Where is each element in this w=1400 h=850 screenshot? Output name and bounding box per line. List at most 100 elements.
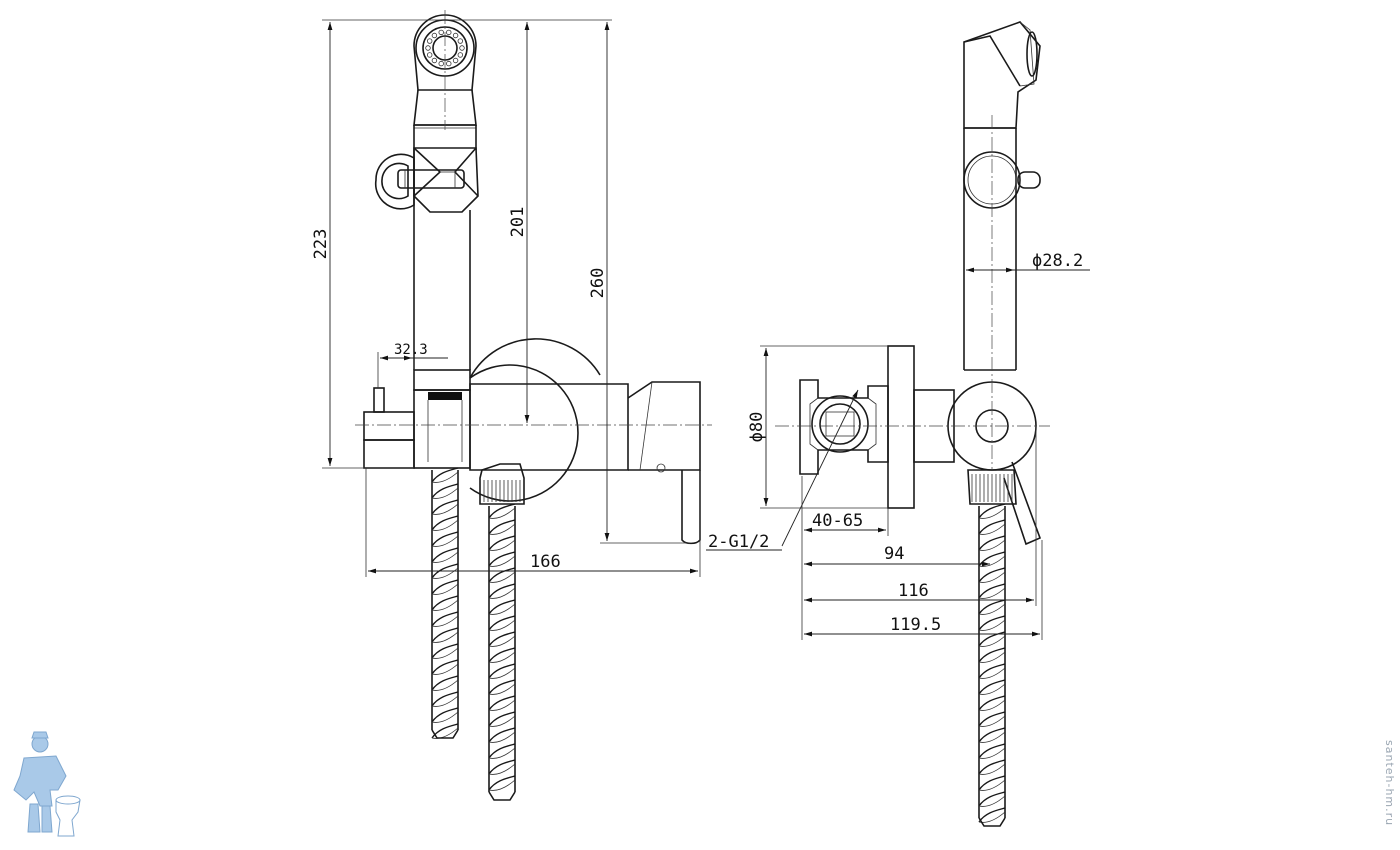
nozzle-hole xyxy=(438,29,444,36)
hose-wrap xyxy=(431,643,459,659)
hose-wrap-back xyxy=(488,715,516,727)
side-shower-head xyxy=(963,21,1041,129)
dim-166: 166 xyxy=(365,468,701,577)
hose-wrap xyxy=(488,599,516,615)
hose-wrap xyxy=(488,535,516,551)
front-handle xyxy=(374,125,479,370)
dim-201: 201 xyxy=(508,22,530,423)
nozzle-hole xyxy=(425,45,431,51)
hose-wrap xyxy=(978,663,1006,679)
nozzle-hole xyxy=(452,32,459,39)
watermark: santeh-hm.ru xyxy=(1383,740,1396,827)
hose-wrap-back xyxy=(431,503,459,515)
hose-wrap xyxy=(431,707,459,723)
hose-wrap xyxy=(431,691,459,707)
hose-wrap-back xyxy=(488,555,516,567)
hose-wrap-back xyxy=(431,471,459,483)
dim-260: 260 xyxy=(588,22,690,544)
hose-wrap-back xyxy=(431,647,459,659)
hose-wrap-back xyxy=(431,487,459,499)
hose-end xyxy=(431,729,459,739)
hose-wrap xyxy=(488,615,516,631)
dim-phi28-2: ϕ28.2 xyxy=(966,251,1090,273)
hose-wrap xyxy=(978,519,1006,535)
hose-wrap-back xyxy=(978,603,1006,615)
hose-wrap-back xyxy=(978,747,1006,759)
hose-wrap-back xyxy=(488,539,516,551)
hose-wrap-back xyxy=(488,683,516,695)
dim-phi28-2-label: ϕ28.2 xyxy=(1032,251,1083,271)
hose-wrap xyxy=(488,503,516,519)
front-wall-holder xyxy=(363,338,701,545)
thread-leader: 2-G1/2 xyxy=(706,389,859,552)
hose-wrap xyxy=(978,695,1006,711)
hose-wrap xyxy=(431,723,459,739)
hose-wrap xyxy=(978,583,1006,599)
hose-wrap xyxy=(978,647,1006,663)
hose-wrap xyxy=(488,551,516,567)
hose-wrap-back xyxy=(488,635,516,647)
hose-wrap xyxy=(431,467,459,483)
nozzle-hole xyxy=(426,38,433,44)
hose-wrap xyxy=(488,759,516,775)
hose-wrap xyxy=(431,579,459,595)
hose-end xyxy=(978,817,1006,827)
hose-wrap xyxy=(978,775,1006,791)
hose-wrap xyxy=(978,615,1006,631)
hose-wrap xyxy=(978,679,1006,695)
dim-260-label: 260 xyxy=(588,268,608,299)
hose-wrap xyxy=(488,679,516,695)
hose-wrap-back xyxy=(978,539,1006,551)
hose-wrap-back xyxy=(431,631,459,643)
nozzle-hole xyxy=(431,32,438,39)
outlet-knurl xyxy=(483,480,521,502)
hose-wrap xyxy=(488,711,516,727)
dim-223-label: 223 xyxy=(311,229,331,260)
hose-wrap xyxy=(488,775,516,791)
hose-wrap xyxy=(431,547,459,563)
nozzle-hole xyxy=(446,60,452,67)
hose-wrap xyxy=(431,483,459,499)
dim-223: 223 xyxy=(311,19,612,469)
hose-wrap xyxy=(431,611,459,627)
hose-wrap-back xyxy=(431,551,459,563)
hose-wrap xyxy=(431,515,459,531)
dim-40-65: 40-65 xyxy=(801,476,889,640)
hose-wrap-back xyxy=(431,679,459,691)
hose-wrap-back xyxy=(431,727,459,739)
hose-wrap xyxy=(488,519,516,535)
dim-116: 116 xyxy=(804,426,1037,606)
hose-wrap-back xyxy=(978,683,1006,695)
hose-wrap-back xyxy=(978,667,1006,679)
dim-119-5-label: 119.5 xyxy=(890,615,941,635)
hose-wrap-back xyxy=(431,599,459,611)
side-hose xyxy=(978,503,1006,827)
hose-wrap-back xyxy=(488,587,516,599)
hose-wrap-back xyxy=(488,507,516,519)
hose-wrap xyxy=(488,727,516,743)
side-knurl xyxy=(971,474,1013,502)
hose-end xyxy=(488,791,516,801)
hose-wrap-back xyxy=(978,699,1006,711)
dim-32-3-label: 32.3 xyxy=(394,342,428,358)
dim-phi80: ϕ80 xyxy=(747,345,888,509)
hose-wrap xyxy=(431,499,459,515)
front-view: 223 201 260 32.3 166 xyxy=(311,10,712,801)
hose-wrap xyxy=(978,791,1006,807)
dim-phi80-label: ϕ80 xyxy=(747,412,767,443)
hose-wrap-back xyxy=(488,763,516,775)
front-hose-left xyxy=(431,467,459,739)
hose-wrap xyxy=(978,759,1006,775)
hose-wrap-back xyxy=(431,519,459,531)
dim-119-5: 119.5 xyxy=(804,540,1043,640)
hose-wrap-back xyxy=(978,651,1006,663)
hose-wrap-back xyxy=(978,731,1006,743)
hose-wrap xyxy=(488,743,516,759)
front-hose-right xyxy=(488,503,516,801)
hose-wrap xyxy=(488,695,516,711)
hose-wrap-back xyxy=(488,747,516,759)
hose-wrap xyxy=(488,583,516,599)
nozzle-hole xyxy=(457,52,464,58)
side-view: ϕ80 ϕ28.2 2-G1/2 40-65 94 xyxy=(706,21,1090,827)
